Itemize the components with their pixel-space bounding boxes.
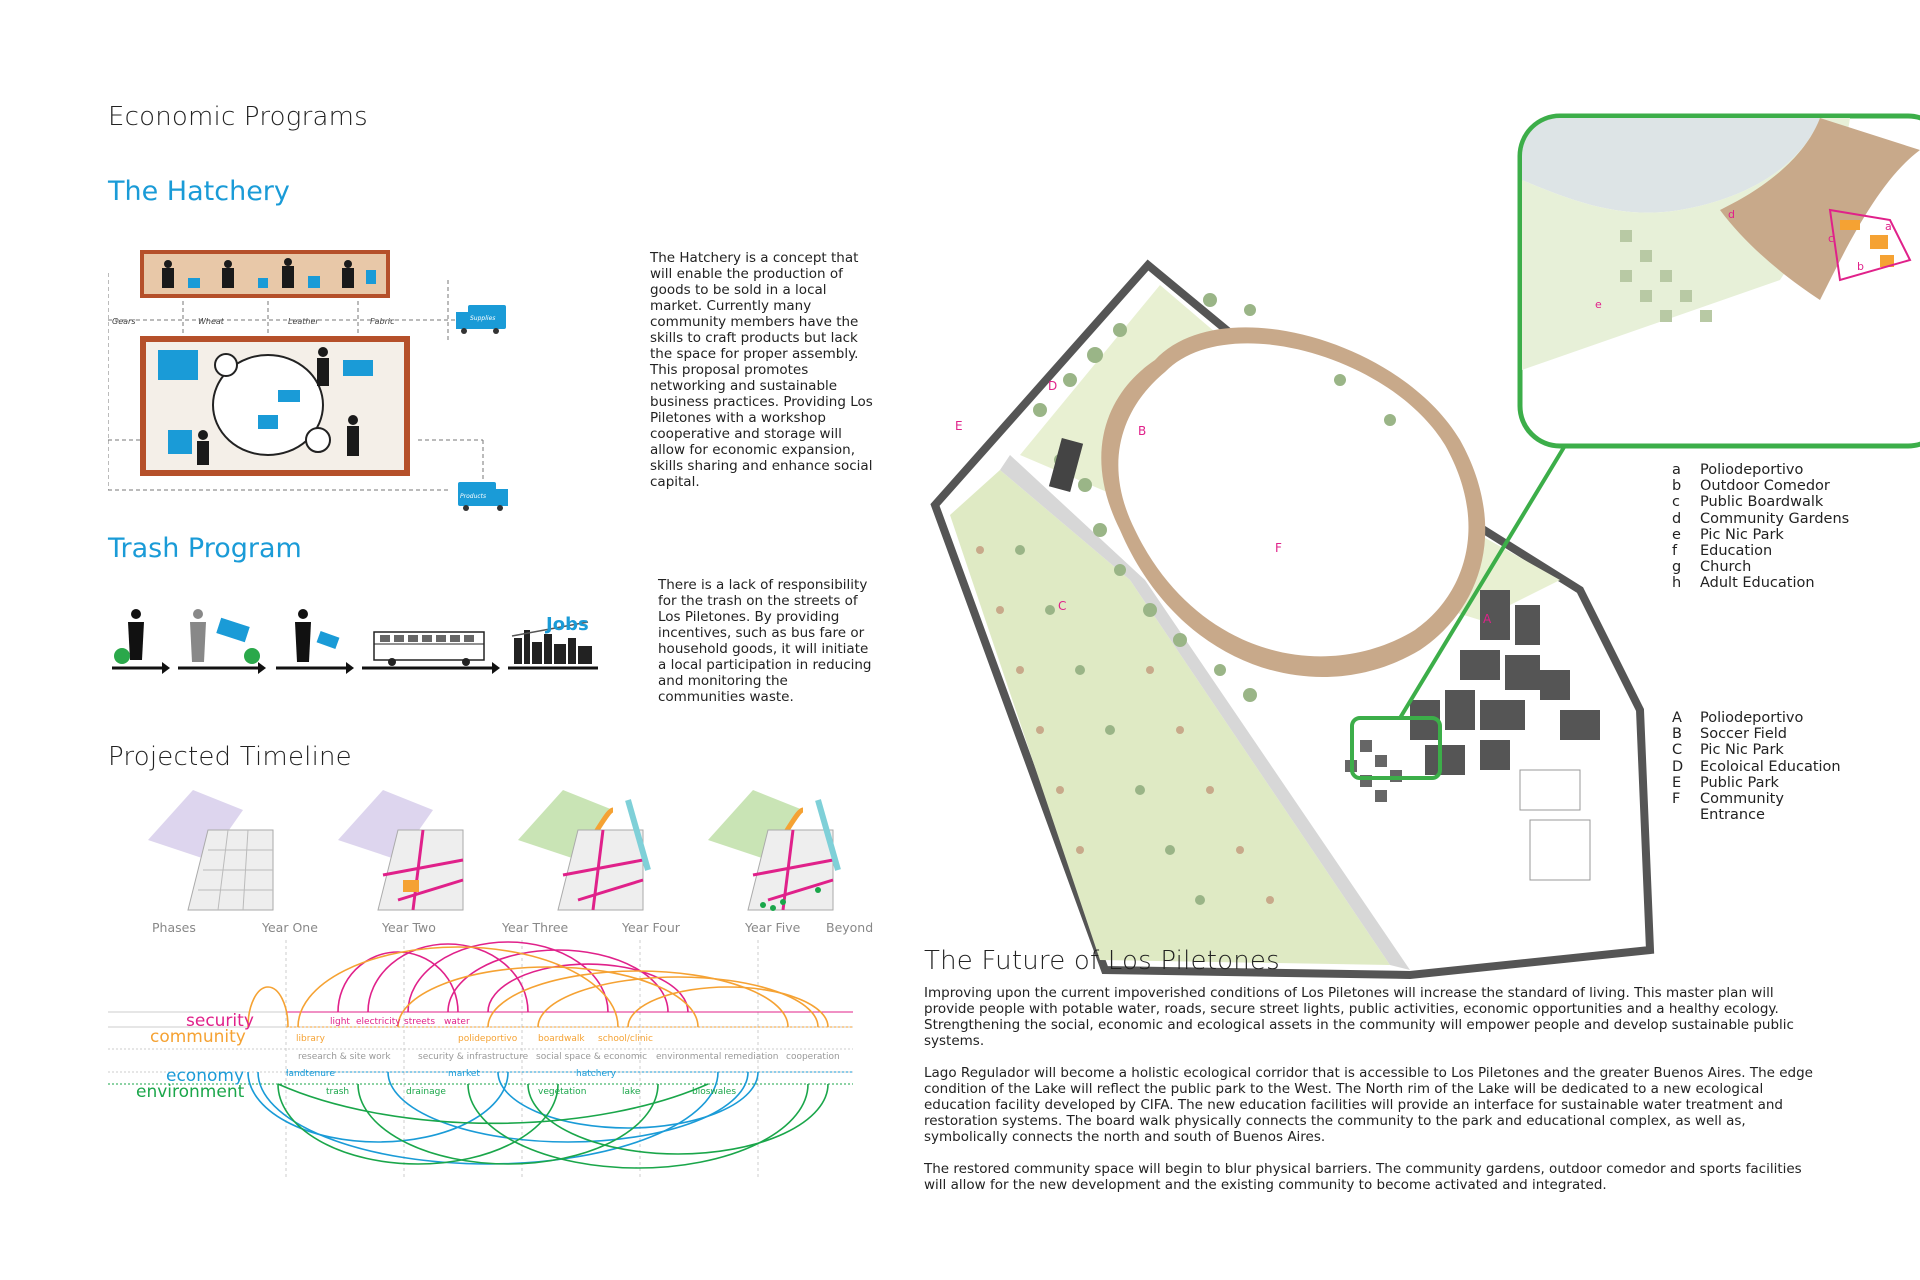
supplies-truck-label: Supplies xyxy=(470,315,495,322)
products-truck-label: Products xyxy=(460,493,486,500)
tag-drainage: drainage xyxy=(406,1087,446,1097)
tag-light: light xyxy=(330,1017,350,1027)
tag-market: market xyxy=(448,1069,480,1079)
inset-label-a: a xyxy=(1885,220,1892,233)
hatchery-heading: The Hatchery xyxy=(108,176,290,207)
tag-streets: streets xyxy=(404,1017,436,1027)
master-plan-map: A B C D E F e d c b a xyxy=(930,113,1920,980)
future-heading: The Future of Los Piletones xyxy=(924,946,1280,976)
tag-research: research & site work xyxy=(298,1052,391,1062)
timeline-row-economy: economy xyxy=(166,1066,245,1086)
timeline-row-security: security xyxy=(186,1011,254,1031)
phase-label-phases: Phases xyxy=(152,920,196,935)
phase-label-year-one: Year One xyxy=(262,920,318,935)
tag-environmental-remediation: environmental remediation xyxy=(656,1052,779,1062)
tag-boardwalk: boardwalk xyxy=(538,1034,585,1044)
phase-label-year-two: Year Two xyxy=(382,920,436,935)
tag-electricity: electricity xyxy=(356,1017,401,1027)
inset-label-e: e xyxy=(1595,298,1602,311)
projected-timeline-heading: Projected Timeline xyxy=(108,742,352,772)
map-label-B: B xyxy=(1138,424,1146,438)
svg-text:Leather: Leather xyxy=(288,317,319,326)
jobs-label: Jobs xyxy=(544,614,589,635)
inset-label-b: b xyxy=(1857,260,1864,273)
tag-landtenure: landtenure xyxy=(286,1069,335,1079)
tag-hatchery: hatchery xyxy=(576,1069,616,1079)
tag-social-space: social space & economic xyxy=(536,1052,648,1062)
inset-label-d: d xyxy=(1728,208,1735,221)
future-paragraph-1: Improving upon the current impoverished … xyxy=(924,985,1794,1049)
timeline-row-environment: environment xyxy=(136,1082,245,1102)
inset-label-c: c xyxy=(1828,232,1834,245)
future-paragraph-2: Lago Regulador will become a holistic ec… xyxy=(924,1065,1813,1145)
map-label-D: D xyxy=(1048,379,1057,393)
timeline-row-community: community xyxy=(150,1027,246,1047)
phase-label-year-three: Year Three xyxy=(502,920,569,935)
tag-polideportivo: polideportivo xyxy=(458,1034,518,1044)
hatchery-text: The Hatchery is a concept that will enab… xyxy=(650,250,873,490)
tag-water: water xyxy=(444,1017,470,1027)
map-label-F: F xyxy=(1275,541,1282,555)
map-label-A: A xyxy=(1483,612,1492,626)
map-label-C: C xyxy=(1058,599,1066,613)
tag-cooperation: cooperation xyxy=(786,1052,840,1062)
trash-program-heading: Trash Program xyxy=(108,533,302,564)
future-text: Improving upon the current impoverished … xyxy=(924,985,1824,1209)
tag-vegetation: vegetation xyxy=(538,1087,587,1097)
tag-school-clinic: school/clinic xyxy=(598,1034,653,1044)
map-label-E: E xyxy=(955,419,963,433)
phase-label-year-five: Year Five xyxy=(745,920,801,935)
trash-program-diagram: Jobs xyxy=(112,609,598,674)
tag-lake: lake xyxy=(622,1087,641,1097)
svg-text:Wheat: Wheat xyxy=(198,317,225,326)
economic-programs-heading: Economic Programs xyxy=(108,102,368,132)
tag-trash: trash xyxy=(326,1087,350,1097)
svg-text:Fabric: Fabric xyxy=(370,317,395,326)
phase-label-beyond: Beyond xyxy=(826,920,874,935)
timeline-phase-maps xyxy=(148,790,841,911)
timeline-arc-diagram xyxy=(108,940,853,1180)
flow-label-gears: Gears xyxy=(112,317,135,326)
phase-label-year-four: Year Four xyxy=(622,920,680,935)
hatchery-diagram: Gears Wheat Leather Fabric Supplies Prod… xyxy=(108,250,508,511)
trash-text: There is a lack of responsibility for th… xyxy=(658,577,872,705)
tag-security-infrastructure: security & infrastructure xyxy=(418,1052,529,1062)
tag-library: library xyxy=(296,1034,325,1044)
tag-bioswales: bioswales xyxy=(692,1087,737,1097)
future-paragraph-3: The restored community space will begin … xyxy=(924,1161,1802,1193)
